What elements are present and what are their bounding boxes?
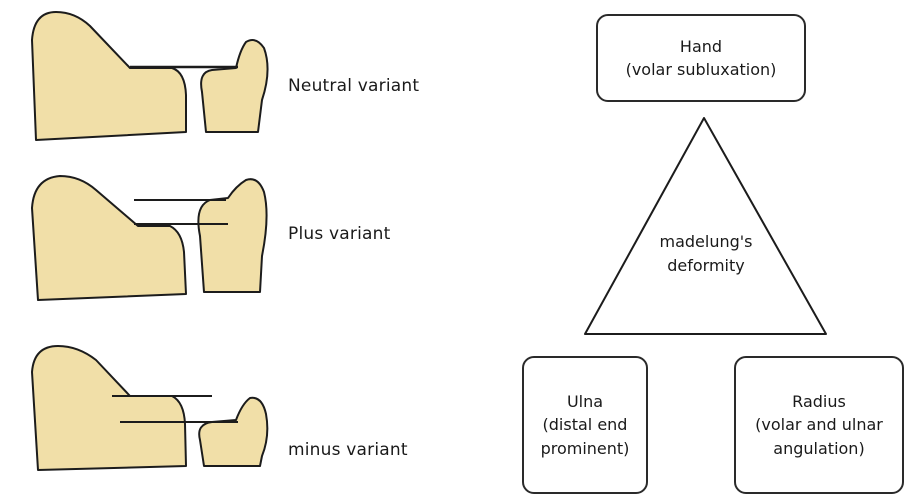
triangle-center-label: madelung's deformity — [626, 230, 786, 278]
minus-variant-illustration — [31, 345, 269, 471]
ulna-box-detail-line1: (distal end — [542, 415, 628, 435]
radius-box: Radius (volar and ulnar angulation) — [734, 356, 904, 494]
center-label-line1: madelung's — [659, 232, 753, 251]
radius-box-detail-line1: (volar and ulnar — [755, 415, 883, 435]
hand-box-detail: (volar subluxation) — [625, 60, 777, 79]
center-label-line2: deformity — [667, 256, 745, 275]
radius-box-detail-line2: angulation) — [773, 438, 865, 458]
minus-ulna-bone — [198, 396, 269, 467]
hand-box-title: Hand — [679, 36, 723, 56]
deformity-triangle — [584, 117, 827, 335]
neutral-ulna-bone — [200, 39, 269, 133]
plus-radius-bone — [31, 175, 187, 301]
neutral-variant-illustration — [31, 11, 269, 141]
minus-radius-bone — [31, 345, 187, 471]
neutral-radius-bone — [31, 11, 187, 141]
hand-box: Hand (volar subluxation) — [596, 14, 806, 102]
plus-variant-label: Plus variant — [288, 224, 391, 244]
ulna-box-title: Ulna — [566, 392, 604, 412]
radius-box-title: Radius — [792, 392, 846, 412]
ulna-box: Ulna (distal end prominent) — [522, 356, 648, 494]
plus-ulna-bone — [197, 178, 268, 293]
plus-variant-illustration — [31, 175, 268, 301]
minus-variant-label: minus variant — [288, 440, 408, 460]
neutral-variant-label: Neutral variant — [288, 76, 420, 96]
ulna-box-detail-line2: prominent) — [540, 438, 630, 458]
